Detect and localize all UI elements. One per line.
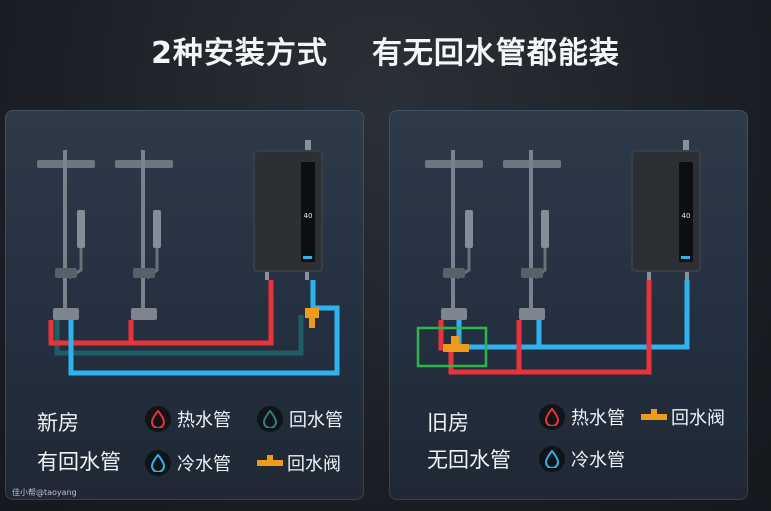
shower-column-2 bbox=[503, 150, 561, 320]
install-diagram-old-house: 40 旧房 无回水管 热水管 回水阀 冷水 bbox=[389, 110, 748, 500]
red-drop-icon bbox=[539, 404, 565, 430]
cold-water-pipe bbox=[456, 280, 690, 350]
valve-highlight-box bbox=[416, 326, 488, 368]
install-diagram-new-house: 40 新房 有回水管 热水管 回水管 冷水 bbox=[5, 110, 364, 500]
return-valve bbox=[305, 308, 319, 328]
shower-column-1 bbox=[425, 150, 483, 320]
legend-valve: 回水阀 bbox=[257, 450, 341, 476]
legend-cold-label: 冷水管 bbox=[177, 454, 231, 475]
legend-cold: 冷水管 bbox=[539, 446, 625, 472]
heater-display-value: 40 bbox=[304, 212, 313, 220]
house-type-label: 旧房 bbox=[427, 411, 469, 435]
legend-valve-label: 回水阀 bbox=[287, 454, 341, 475]
legend-hot: 热水管 bbox=[539, 404, 625, 430]
shower-column-2 bbox=[115, 150, 173, 320]
title-part-1: 2种安装方式 bbox=[151, 36, 328, 71]
title-part-2: 有无回水管都能装 bbox=[371, 36, 620, 71]
pipe-type-label: 有回水管 bbox=[37, 450, 121, 474]
shower-column-1 bbox=[37, 150, 95, 320]
orange-valve-icon bbox=[257, 455, 283, 471]
hot-water-pipe bbox=[48, 280, 274, 346]
legend-return: 回水管 bbox=[257, 406, 343, 432]
return-valve bbox=[443, 336, 469, 352]
legend-valve: 回水阀 bbox=[641, 404, 725, 430]
legend-return-label: 回水管 bbox=[289, 410, 343, 431]
hot-water-pipe bbox=[438, 280, 652, 375]
plumbing-diagram-right: 40 bbox=[416, 140, 701, 375]
page-title: 2种安装方式 有无回水管都能装 bbox=[0, 28, 771, 72]
heater-display-value: 40 bbox=[682, 212, 691, 220]
legend-cold-label: 冷水管 bbox=[571, 450, 625, 471]
water-heater: 40 bbox=[253, 140, 323, 280]
legend-hot-label: 热水管 bbox=[571, 408, 625, 429]
legend-hot-label: 热水管 bbox=[177, 410, 231, 431]
legend-hot: 热水管 bbox=[145, 406, 231, 432]
teal-drop-icon bbox=[257, 406, 283, 432]
legend-cold: 冷水管 bbox=[145, 450, 231, 476]
plumbing-diagram-left: 40 bbox=[37, 140, 340, 376]
pipe-type-label: 无回水管 bbox=[427, 448, 511, 472]
blue-drop-icon bbox=[145, 450, 171, 476]
watermark: 佳小帮@taoyang bbox=[12, 488, 77, 497]
red-drop-icon bbox=[145, 406, 171, 432]
blue-drop-icon bbox=[539, 446, 565, 472]
house-type-label: 新房 bbox=[37, 411, 79, 435]
water-heater: 40 bbox=[631, 140, 701, 280]
return-pipe bbox=[54, 315, 304, 356]
cold-water-pipe bbox=[68, 280, 340, 376]
legend-valve-label: 回水阀 bbox=[671, 408, 725, 429]
orange-valve-icon bbox=[641, 409, 667, 425]
